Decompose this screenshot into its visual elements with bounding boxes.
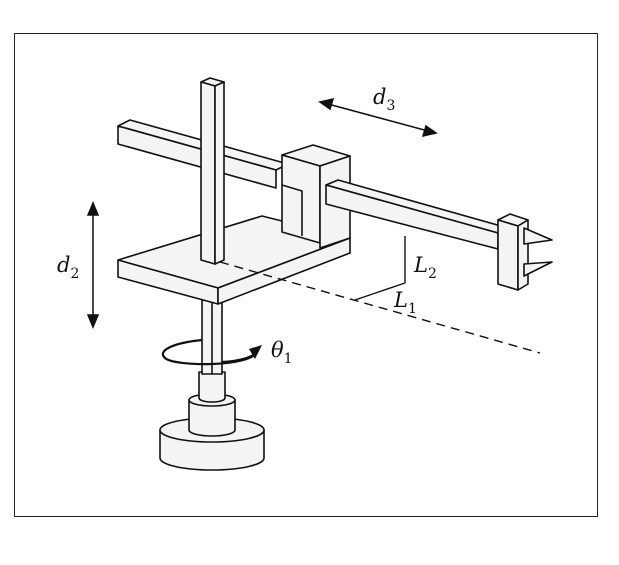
vertical-column: [200, 77, 225, 265]
theta1-rotation-arrow: [161, 338, 262, 366]
base-cylinder: [159, 371, 265, 471]
label-d2: d2: [57, 253, 79, 282]
extending-arm: [325, 179, 509, 250]
reference-dashed-line: [219, 261, 541, 354]
label-d3: d3: [373, 85, 395, 114]
upright-block: [281, 144, 351, 249]
label-theta1: θ1: [271, 338, 293, 367]
d2-arrow: [86, 201, 100, 329]
label-l2: L2: [413, 253, 437, 282]
gripper: [497, 213, 553, 291]
l1-dimension-line: [354, 282, 406, 301]
d3-arrow: [318, 97, 438, 138]
label-l1: L1: [393, 288, 417, 317]
